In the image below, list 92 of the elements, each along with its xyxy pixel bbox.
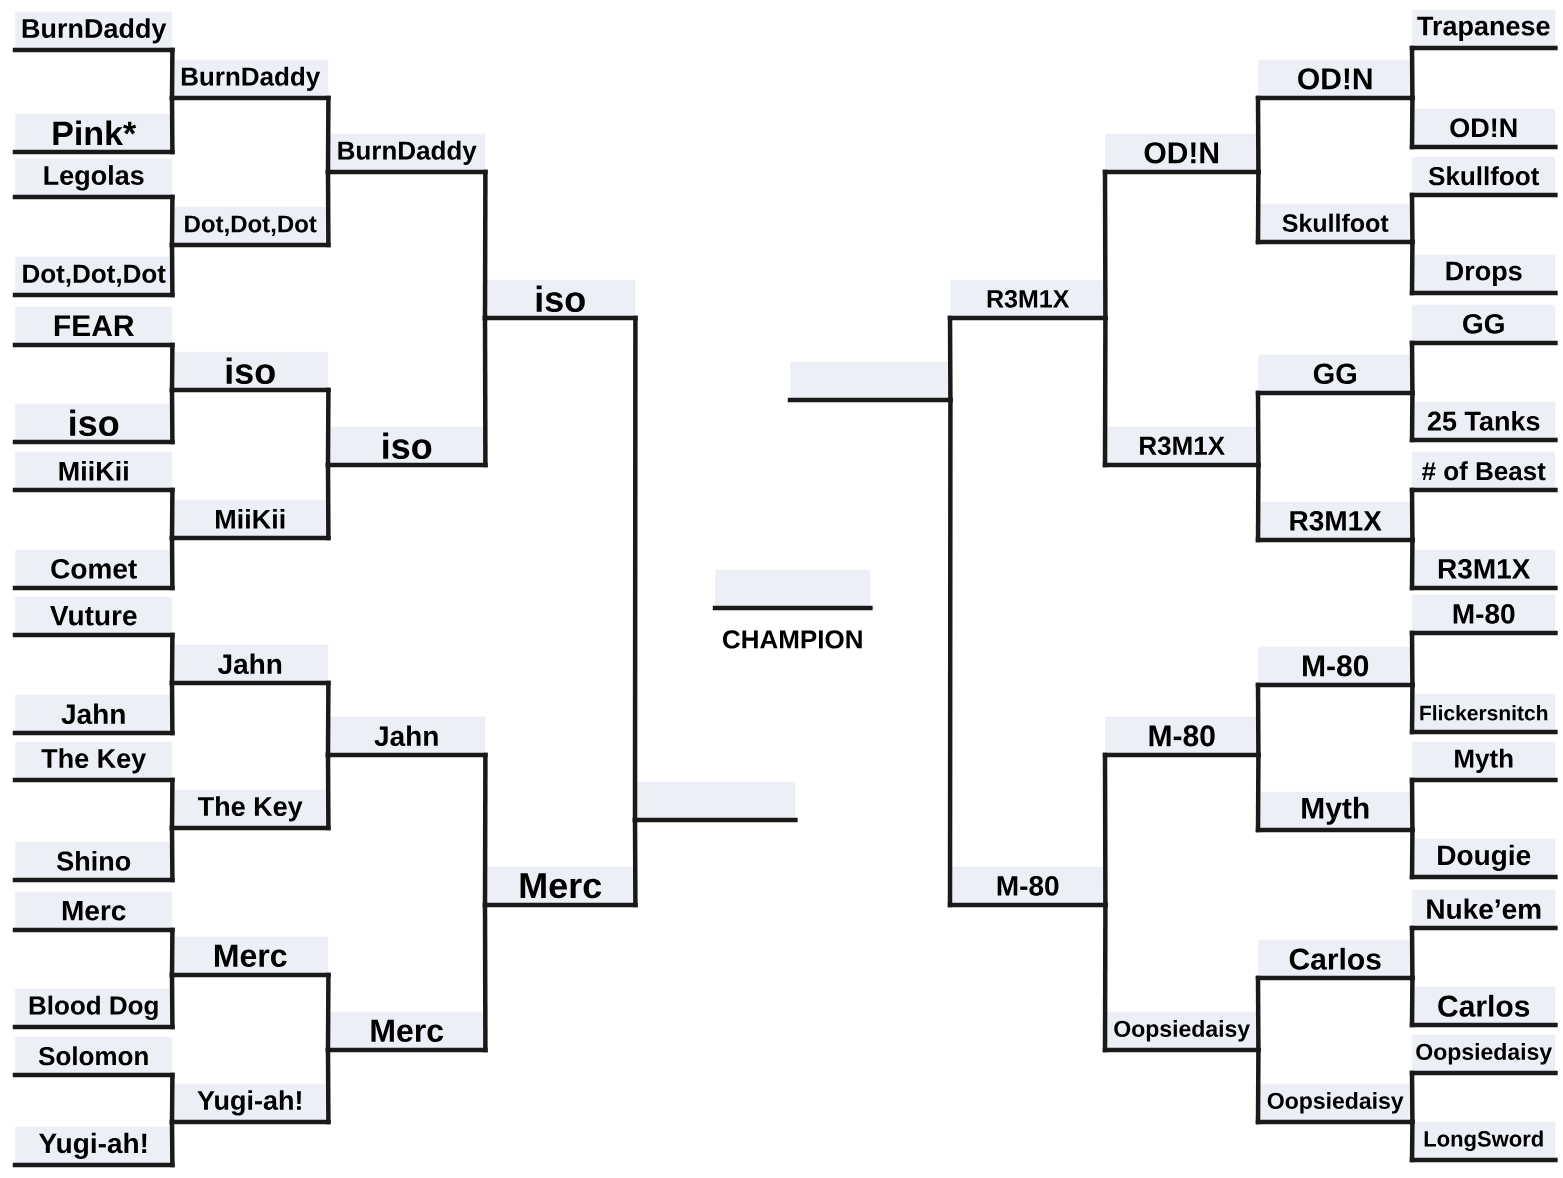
bracket-slot: Merc: [325, 1011, 488, 1053]
bracket-slot: Flickersnitch: [1409, 693, 1558, 735]
bracket-slot: iso: [482, 279, 638, 321]
bracket-slot: Dot,Dot,Dot: [169, 206, 331, 248]
bracket-slot: Dougie: [1409, 838, 1558, 880]
bracket-slot: LongSword: [1409, 1121, 1558, 1163]
bracket-line: [1409, 390, 1415, 443]
bracket-slot: Jahn: [12, 694, 175, 736]
bracket-slot: Merc: [169, 936, 331, 978]
bracket-slot: The Key: [169, 789, 331, 831]
bracket-slot: Trapanese: [1409, 9, 1558, 51]
bracket-line: [1255, 752, 1261, 833]
bracket-line: [1409, 537, 1415, 591]
bracket-slot: Shino: [12, 841, 175, 883]
bracket-slot: MiiKii: [169, 499, 331, 541]
bracket-line: [169, 95, 175, 155]
bracket-slot: MiiKii: [12, 451, 175, 493]
bracket-slot: # of Beast: [1409, 451, 1558, 493]
bracket-slot: M-80: [1102, 716, 1261, 758]
bracket-slot: Oopsiedaisy: [1102, 1011, 1261, 1053]
bracket-line: [1409, 1119, 1415, 1163]
bracket-line: [1409, 239, 1415, 296]
bracket-line: [947, 397, 953, 908]
bracket-line: [482, 902, 488, 1053]
bracket-slot: Merc: [482, 866, 638, 908]
bracket-slot: The Key: [12, 741, 175, 783]
bracket-slot: Skullfoot: [1255, 203, 1415, 245]
bracket-slot: 25 Tanks: [1409, 401, 1558, 443]
bracket-slot: M-80: [1409, 594, 1558, 636]
bracket-slot: OD!N: [1102, 133, 1261, 175]
bracket-slot: M-80: [947, 866, 1108, 908]
bracket-slot: GG: [1409, 304, 1558, 346]
bracket-line: [169, 680, 175, 736]
bracket-slot: GG: [1255, 354, 1415, 396]
bracket-slot: FEAR: [12, 306, 175, 348]
bracket-line: [632, 817, 638, 908]
bracket-slot: Vuture: [12, 596, 175, 638]
bracket-line: [169, 535, 175, 591]
bracket-line: [1409, 975, 1415, 1028]
bracket-line: [1255, 462, 1261, 543]
bracket-line: [1409, 95, 1415, 150]
bracket-line: [169, 242, 175, 298]
bracket-line: [1409, 682, 1415, 735]
bracket-slot: Carlos: [1409, 986, 1558, 1028]
bracket-slot: Nuke’em: [1409, 889, 1558, 931]
bracket-line: [169, 972, 175, 1030]
bracket-slot: Jahn: [169, 644, 331, 686]
bracket-slot: Skullfoot: [1409, 156, 1558, 198]
bracket-slot: Carlos: [1255, 939, 1415, 981]
bracket-line: [325, 462, 331, 541]
bracket-line: [169, 1119, 175, 1168]
bracket-slot: [712, 569, 873, 611]
bracket-line: [1102, 902, 1108, 1053]
bracket-slot: Yugi-ah!: [12, 1126, 175, 1168]
bracket-slot: OD!N: [1255, 59, 1415, 101]
bracket-slot: Pink*: [12, 113, 175, 155]
bracket-slot: Merc: [12, 891, 175, 933]
bracket-slot: R3M1X: [1255, 501, 1415, 543]
slot-label: CHAMPION: [723, 630, 862, 649]
bracket-slot: Jahn: [325, 716, 488, 758]
bracket-slot: Blood Dog: [12, 988, 175, 1030]
bracket-slot: BurnDaddy: [169, 59, 331, 101]
bracket-slot: Comet: [12, 549, 175, 591]
bracket-slot: R3M1X: [947, 279, 1108, 321]
bracket-slot: iso: [12, 403, 175, 445]
bracket-slot: iso: [325, 426, 488, 468]
bracket-slot: Legolas: [12, 158, 175, 200]
bracket-line: [325, 169, 331, 248]
bracket-slot: Myth: [1255, 791, 1415, 833]
bracket-slot: Solomon: [12, 1036, 175, 1078]
bracket-line: [169, 825, 175, 883]
bracket-line: [1102, 315, 1108, 468]
bracket-slot: BurnDaddy: [12, 11, 175, 53]
bracket-slot: iso: [169, 351, 331, 393]
bracket-slot: BurnDaddy: [325, 133, 488, 175]
bracket-slot: Oopsiedaisy: [1255, 1083, 1415, 1125]
bracket-line: [1409, 827, 1415, 880]
bracket-slot: Dot,Dot,Dot: [12, 256, 175, 298]
bracket-slot: Yugi-ah!: [169, 1083, 331, 1125]
bracket-line: [325, 752, 331, 831]
bracket-line: [1255, 1047, 1261, 1125]
bracket-line: [1255, 169, 1261, 245]
bracket-slot: R3M1X: [1102, 426, 1261, 468]
bracket-slot: M-80: [1255, 646, 1415, 688]
bracket-slot: Myth: [1409, 741, 1558, 783]
bracket-slot: OD!N: [1409, 108, 1558, 150]
bracket-slot: R3M1X: [1409, 549, 1558, 591]
bracket-line: [482, 315, 488, 468]
bracket-line: [325, 1047, 331, 1125]
bracket-slot: Oopsiedaisy: [1409, 1034, 1558, 1076]
bracket-line: [169, 387, 175, 445]
bracket-slot: Drops: [1409, 254, 1558, 296]
